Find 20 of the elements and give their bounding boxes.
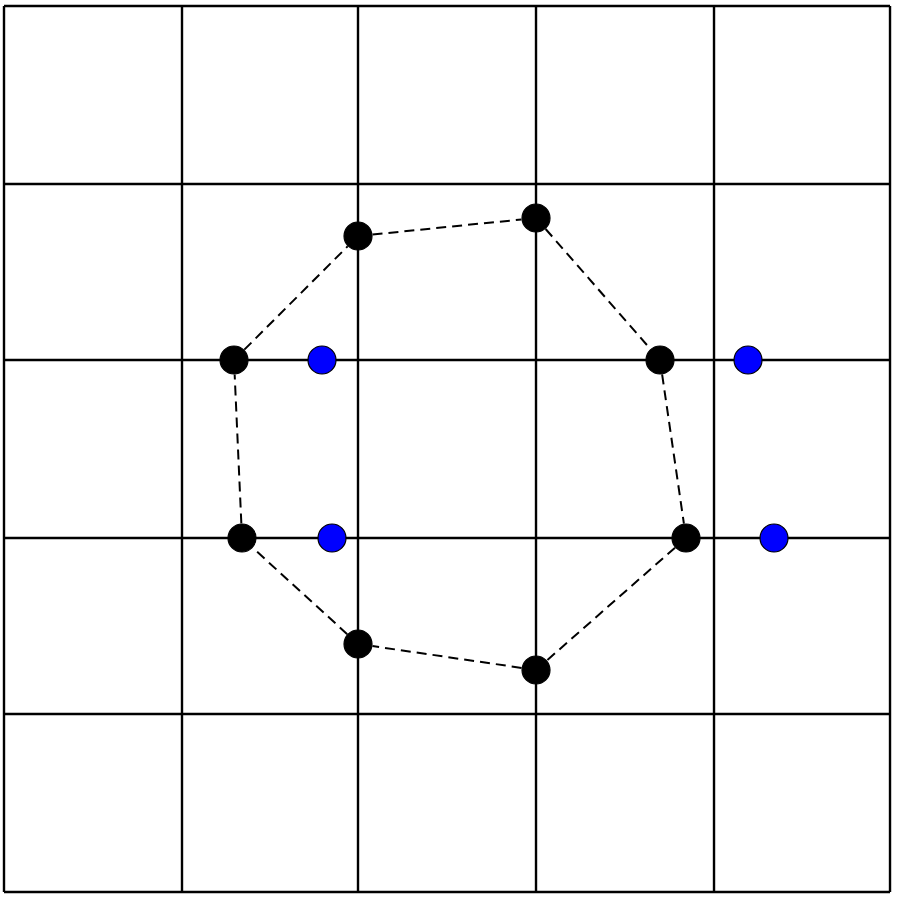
dot <box>645 345 675 375</box>
dot <box>521 655 551 685</box>
dot <box>343 221 373 251</box>
dot <box>343 629 373 659</box>
dot <box>307 345 337 375</box>
dot <box>227 523 257 553</box>
dot <box>733 345 763 375</box>
dot <box>219 345 249 375</box>
dashed-line <box>371 218 523 236</box>
dot <box>521 203 551 233</box>
dashed-line <box>661 373 685 525</box>
dot <box>759 523 789 553</box>
dashed-line <box>544 228 652 350</box>
dashed-line <box>233 373 243 525</box>
dashed-line <box>545 546 677 662</box>
dot <box>671 523 701 553</box>
dashed-line <box>243 245 349 351</box>
dashed-line <box>251 546 349 636</box>
dot <box>317 523 347 553</box>
dashed-line <box>371 645 523 669</box>
